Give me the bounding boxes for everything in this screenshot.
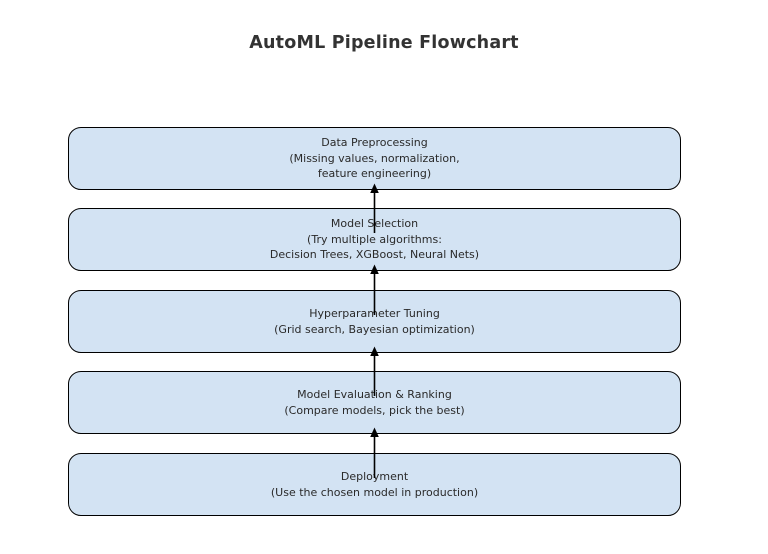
- flow-node-model-evaluation-ranking: Model Evaluation & Ranking (Compare mode…: [68, 371, 681, 434]
- node-detail: (Use the chosen model in production): [270, 485, 479, 499]
- flow-node-deployment: Deployment (Use the chosen model in prod…: [68, 453, 681, 516]
- node-label: Model Selection: [330, 217, 419, 231]
- node-label: Model Evaluation & Ranking: [297, 388, 452, 401]
- node-detail: (Missing values, normalization, feature …: [289, 151, 460, 181]
- node-label: Data Preprocessing: [321, 136, 428, 150]
- node-detail: (Try multiple algorithms: Decision Trees…: [269, 232, 480, 262]
- node-detail: (Compare models, pick the best): [284, 403, 465, 417]
- flow-node-data-preprocessing: Data Preprocessing (Missing values, norm…: [68, 127, 681, 190]
- node-label: Hyperparameter Tuning: [309, 307, 440, 320]
- node-label: Deployment: [340, 470, 409, 483]
- page-title: AutoML Pipeline Flowchart: [249, 33, 519, 53]
- flow-node-model-selection: Model Selection (Try multiple algorithms…: [68, 208, 681, 271]
- node-detail: (Grid search, Bayesian optimization): [274, 322, 475, 336]
- flow-node-hyperparameter-tuning: Hyperparameter Tuning (Grid search, Baye…: [68, 290, 681, 353]
